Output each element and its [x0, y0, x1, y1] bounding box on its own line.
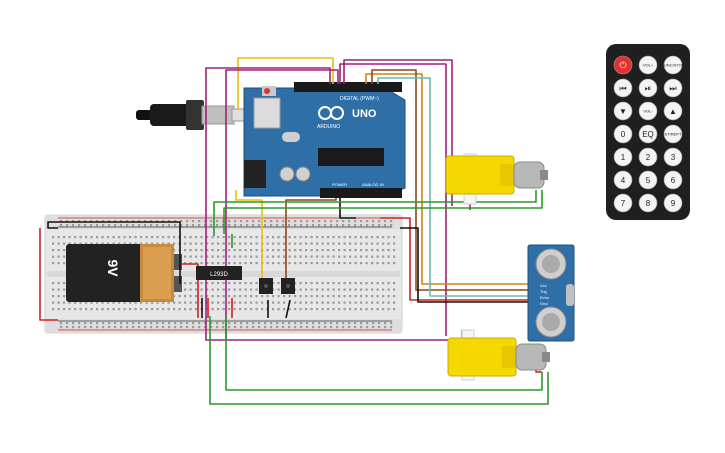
l293d-chip[interactable]: L293D — [196, 266, 242, 280]
wire-purple — [225, 69, 339, 340]
remote-key-label: 6 — [671, 176, 676, 185]
remote-key-0-1[interactable]: VOL+ — [638, 55, 658, 75]
remote-key-5-0[interactable]: 4 — [613, 170, 633, 190]
sensor-pin-trig: Trig — [540, 289, 547, 294]
remote-key-label: 2 — [646, 153, 651, 162]
wire-black — [47, 221, 181, 284]
remote-key-4-1[interactable]: 2 — [638, 147, 658, 167]
sensor-transducer-top — [535, 248, 567, 280]
battery-9v[interactable]: 9V — [66, 244, 182, 302]
remote-key-label: 1 — [621, 153, 626, 162]
l293d-label: L293D — [210, 272, 228, 278]
wire-purple — [205, 67, 331, 240]
wire-yellow — [235, 190, 263, 278]
remote-key-2-0[interactable]: ▼ — [613, 101, 633, 121]
remote-key-label: 8 — [646, 199, 651, 208]
battery-label: 9V — [105, 259, 121, 277]
digital-label: DIGITAL (PWM~) — [340, 96, 379, 102]
sensor-pin-vcc: Vcc — [540, 283, 547, 288]
ultrasonic-sensor[interactable]: Vcc Trig Echo Gnd — [527, 244, 575, 342]
play-pause-icon: ⏯ — [645, 84, 651, 93]
down-arrow-icon: ▼ — [619, 107, 627, 116]
remote-key-1-1[interactable]: ⏯ — [638, 78, 658, 98]
wire-black — [400, 227, 534, 303]
remote-key-3-1[interactable]: EQ — [638, 124, 658, 144]
wire-brown — [371, 69, 534, 291]
remote-key-5-1[interactable]: 5 — [638, 170, 658, 190]
sensor-transducer-bottom — [535, 306, 567, 338]
remote-key-2-1[interactable]: VOL- — [638, 101, 658, 121]
remote-key-5-2[interactable]: 6 — [663, 170, 683, 190]
wire-red — [180, 263, 199, 318]
arduino-uno[interactable]: UNO ARDUINO DIGITAL (PWM~) POWER ANALOG … — [243, 82, 406, 198]
wire-red — [380, 217, 534, 301]
dc-motor-top[interactable] — [445, 153, 548, 205]
remote-key-0-0[interactable]: ⏻ — [613, 55, 633, 75]
arduino-brand: UNO — [352, 108, 377, 120]
remote-key-label: EQ — [642, 130, 654, 139]
remote-key-6-1[interactable]: 8 — [638, 193, 658, 213]
wire-green — [225, 316, 543, 391]
remote-key-1-0[interactable]: ⏮ — [613, 78, 633, 98]
previous-icon: ⏮ — [619, 84, 626, 93]
sensor-pin-gnd: Gnd — [540, 301, 548, 306]
dc-motor-bottom[interactable] — [447, 329, 550, 381]
power-label: POWER — [332, 182, 347, 187]
wire-black — [339, 198, 356, 219]
wire-yellow — [237, 57, 334, 110]
power-icon: ⏻ — [619, 60, 626, 70]
breadboard-component-2[interactable] — [281, 278, 295, 294]
remote-key-label: 7 — [621, 199, 626, 208]
remote-key-label: 5 — [646, 176, 651, 185]
wire-teal — [377, 77, 534, 297]
remote-key-label: 0 — [621, 130, 626, 139]
wire-purple — [343, 59, 453, 206]
remote-key-3-0[interactable]: 0 — [613, 124, 633, 144]
remote-key-2-2[interactable]: ▲ — [663, 101, 683, 121]
remote-key-label: 3 — [671, 153, 676, 162]
wire-green — [223, 190, 543, 234]
remote-key-0-2[interactable]: FUNC/STOP — [661, 55, 685, 75]
up-arrow-icon: ▲ — [669, 107, 677, 116]
analog-label: ANALOG IN — [362, 182, 384, 187]
remote-key-label: 9 — [671, 199, 676, 208]
remote-key-4-2[interactable]: 3 — [663, 147, 683, 167]
arduino-sub: ARDUINO — [317, 124, 340, 130]
remote-key-3-2[interactable]: ST/REPT — [663, 124, 683, 144]
remote-key-label: VOL- — [643, 109, 653, 114]
wire-green — [213, 190, 537, 236]
remote-key-6-2[interactable]: 9 — [663, 193, 683, 213]
wire-red — [39, 228, 58, 321]
wires — [39, 57, 549, 405]
next-icon: ⏭ — [669, 84, 676, 93]
remote-key-4-0[interactable]: 1 — [613, 147, 633, 167]
sensor-pin-echo: Echo — [540, 295, 550, 300]
wire-brown — [285, 198, 337, 280]
ir-remote[interactable]: ⏻ VOL+ FUNC/STOP ⏮ ⏯ ⏭ ▼ VOL- ▲ 0 EQ ST/REPT 1 2 3 4 5 6 7… — [606, 44, 690, 220]
wire-orange — [365, 73, 534, 285]
remote-key-1-2[interactable]: ⏭ — [663, 78, 683, 98]
remote-key-label: 4 — [621, 176, 626, 185]
arduino-logo-icon — [318, 106, 344, 120]
wire-green — [209, 316, 549, 405]
remote-key-label: VOL+ — [643, 63, 654, 68]
breadboard-component-1[interactable] — [259, 278, 273, 294]
remote-key-label: ST/REPT — [665, 132, 682, 137]
usb-cable — [136, 100, 247, 130]
remote-key-6-0[interactable]: 7 — [613, 193, 633, 213]
remote-key-label: FUNC/STOP — [661, 63, 684, 68]
wire-jumper — [285, 299, 291, 319]
wire-purple — [339, 63, 447, 336]
remote-keypad[interactable]: ⏻ VOL+ FUNC/STOP ⏮ ⏯ ⏭ ▼ VOL- ▲ 0 EQ ST/REPT 1 2 3 4 5 6 7… — [613, 55, 685, 213]
